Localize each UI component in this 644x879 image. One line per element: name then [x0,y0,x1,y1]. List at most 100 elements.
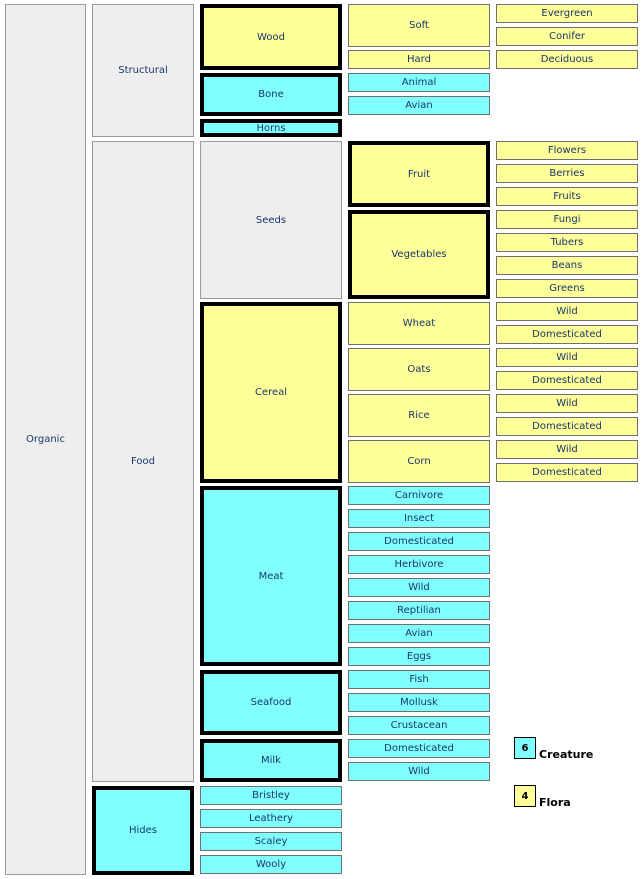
node-rice-domesticated-label: Domesticated [532,421,602,432]
node-milk-wild-label: Wild [408,766,430,777]
node-wheat-domesticated: Domesticated [496,325,638,344]
node-bone-label: Bone [258,89,284,100]
node-corn-wild: Wild [496,440,638,459]
node-fruit-flowers-label: Flowers [547,145,587,156]
node-vegetables-label: Vegetables [391,249,447,260]
node-seafood-mollusk: Mollusk [348,693,490,712]
node-meat-label: Meat [258,570,284,582]
node-meat-domesticated: Domesticated [348,532,490,551]
legend-flora-swatch: 4 [514,785,536,807]
node-oats-domesticated: Domesticated [496,371,638,390]
node-bristley: Bristley [200,786,342,805]
node-hard: Hard [348,50,490,69]
node-structural: Structural [92,4,194,137]
node-oats-domesticated-label: Domesticated [532,375,602,386]
node-meat-avian-label: Avian [405,628,433,639]
node-soft-evergreen: Evergreen [496,4,638,23]
node-seafood-crustacean-label: Crustacean [390,720,448,731]
node-meat-wild-label: Wild [408,582,430,593]
node-fruit-berries-label: Berries [549,168,585,179]
node-meat-herbivore: Herbivore [348,555,490,574]
node-leathery: Leathery [200,809,342,828]
node-rice: Rice [348,394,490,437]
node-wheat-wild: Wild [496,302,638,321]
node-oats-wild-label: Wild [556,352,578,363]
node-wheat-domesticated-label: Domesticated [532,329,602,340]
node-soft-conifer: Conifer [496,27,638,46]
node-organic-label: Organic [26,434,65,445]
node-horns-label: Horns [256,122,286,134]
node-corn-domesticated-label: Domesticated [532,467,602,478]
node-animal: Animal [348,73,490,92]
node-fruit-fruits-label: Fruits [553,191,581,202]
node-soft: Soft [348,4,490,47]
node-seafood-crustacean: Crustacean [348,716,490,735]
node-wood: Wood [200,4,342,70]
node-meat: Meat [200,486,342,666]
node-bone: Bone [200,73,342,116]
node-structural-label: Structural [118,65,168,76]
node-meat-eggs: Eggs [348,647,490,666]
node-hides: Hides [92,786,194,875]
node-avian-bone-label: Avian [405,100,433,111]
node-wooly-label: Wooly [255,859,287,870]
node-meat-herbivore-label: Herbivore [394,559,444,570]
node-seafood-fish: Fish [348,670,490,689]
node-veg-beans: Beans [496,256,638,275]
node-meat-carnivore-label: Carnivore [394,490,444,501]
node-avian-bone: Avian [348,96,490,115]
node-veg-beans-label: Beans [551,260,583,271]
node-rice-label: Rice [408,410,430,421]
node-wooly: Wooly [200,855,342,874]
legend-flora-count: 4 [521,790,529,802]
node-veg-greens: Greens [496,279,638,298]
node-oats-wild: Wild [496,348,638,367]
node-hides-label: Hides [128,825,157,836]
node-cereal-label: Cereal [254,387,288,398]
node-food-label: Food [131,456,155,467]
node-soft-label: Soft [409,20,429,31]
node-food: Food [92,141,194,782]
node-corn-label: Corn [407,456,431,467]
node-oats-label: Oats [407,364,431,375]
node-seafood: Seafood [200,670,342,735]
node-veg-greens-label: Greens [549,283,585,294]
node-fruit-label: Fruit [407,168,431,180]
node-leathery-label: Leathery [248,813,294,824]
node-organic: Organic [5,4,86,875]
node-veg-fungi: Fungi [496,210,638,229]
node-horns: Horns [200,119,342,137]
node-seafood-label: Seafood [250,697,292,708]
legend-creature-swatch: 6 [514,737,536,759]
node-milk-wild: Wild [348,762,490,781]
node-hard-deciduous-label: Deciduous [540,54,594,65]
node-cereal: Cereal [200,302,342,483]
node-bristley-label: Bristley [252,790,290,801]
node-vegetables: Vegetables [348,210,490,299]
node-soft-evergreen-label: Evergreen [541,8,593,19]
node-hard-label: Hard [407,54,431,65]
node-milk-domesticated-label: Domesticated [384,743,454,754]
node-oats: Oats [348,348,490,391]
node-rice-wild: Wild [496,394,638,413]
legend-creature-count: 6 [521,742,529,754]
node-corn: Corn [348,440,490,483]
node-meat-eggs-label: Eggs [406,651,432,662]
node-soft-conifer-label: Conifer [548,31,585,42]
node-veg-fungi-label: Fungi [553,214,581,225]
node-corn-wild-label: Wild [556,444,578,455]
node-meat-insect: Insect [348,509,490,528]
node-wheat-wild-label: Wild [556,306,578,317]
node-rice-wild-label: Wild [556,398,578,409]
node-scaley: Scaley [200,832,342,851]
node-meat-avian: Avian [348,624,490,643]
node-hard-deciduous: Deciduous [496,50,638,69]
node-meat-reptilian-label: Reptilian [397,605,441,616]
node-wheat-label: Wheat [402,318,436,329]
node-seeds: Seeds [200,141,342,299]
node-meat-wild: Wild [348,578,490,597]
node-scaley-label: Scaley [254,836,288,847]
node-veg-tubers: Tubers [496,233,638,252]
node-wheat: Wheat [348,302,490,345]
